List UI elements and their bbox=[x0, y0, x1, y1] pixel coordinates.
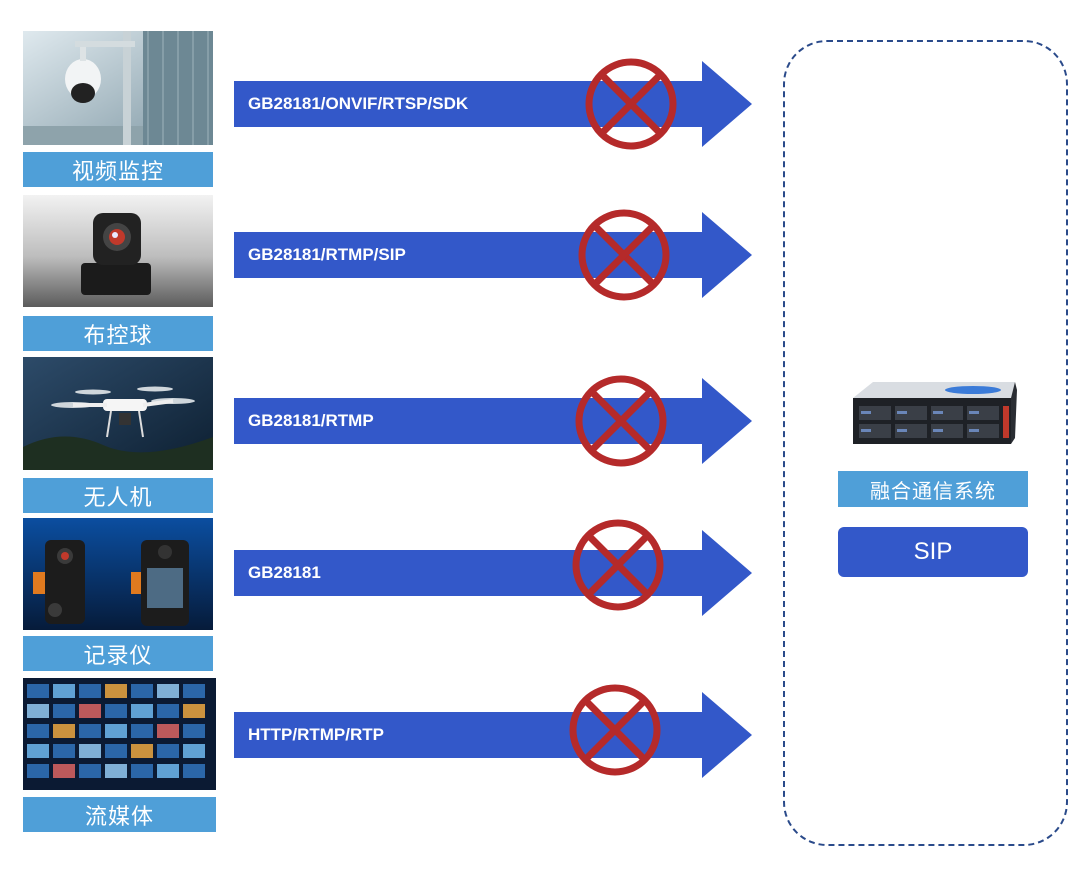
protocol-arrow-body-recorder: GB28181 bbox=[232, 519, 752, 618]
source-label-body-recorder: 记录仪 bbox=[23, 636, 213, 671]
protocol-arrow-drone: GB28181/RTMP bbox=[232, 375, 752, 467]
drone-image bbox=[23, 357, 213, 470]
protocol-label: GB28181/ONVIF/RTSP/SDK bbox=[248, 94, 469, 113]
cctv-camera-image bbox=[23, 31, 213, 145]
blocked-x-circle-icon bbox=[585, 58, 677, 150]
rack-server-icon bbox=[853, 382, 1017, 444]
protocol-arrow-streaming: HTTP/RTMP/RTP bbox=[232, 684, 752, 780]
system-label: 融合通信系统 bbox=[838, 471, 1028, 507]
fusion-system-container bbox=[783, 40, 1068, 846]
source-label-dome-camera: 布控球 bbox=[23, 316, 213, 351]
protocol-label: GB28181/RTMP/SIP bbox=[248, 245, 406, 264]
body-recorder-image bbox=[23, 518, 213, 630]
source-label-cctv: 视频监控 bbox=[23, 152, 213, 187]
streaming-media-image bbox=[23, 678, 216, 790]
protocol-label: HTTP/RTMP/RTP bbox=[248, 725, 384, 744]
source-label-drone: 无人机 bbox=[23, 478, 213, 513]
blocked-x-circle-icon bbox=[572, 519, 664, 611]
protocol-label: GB28181 bbox=[248, 563, 321, 582]
source-label-streaming: 流媒体 bbox=[23, 797, 216, 832]
protocol-label: GB28181/RTMP bbox=[248, 411, 374, 430]
sip-protocol-badge: SIP bbox=[838, 527, 1028, 577]
protocol-arrow-cctv: GB28181/ONVIF/RTSP/SDK bbox=[232, 58, 752, 150]
blocked-x-circle-icon bbox=[569, 684, 661, 776]
blocked-x-circle-icon bbox=[575, 375, 667, 467]
protocol-arrow-dome-camera: GB28181/RTMP/SIP bbox=[232, 209, 752, 301]
blocked-x-circle-icon bbox=[578, 209, 670, 301]
dome-camera-image bbox=[23, 195, 213, 307]
